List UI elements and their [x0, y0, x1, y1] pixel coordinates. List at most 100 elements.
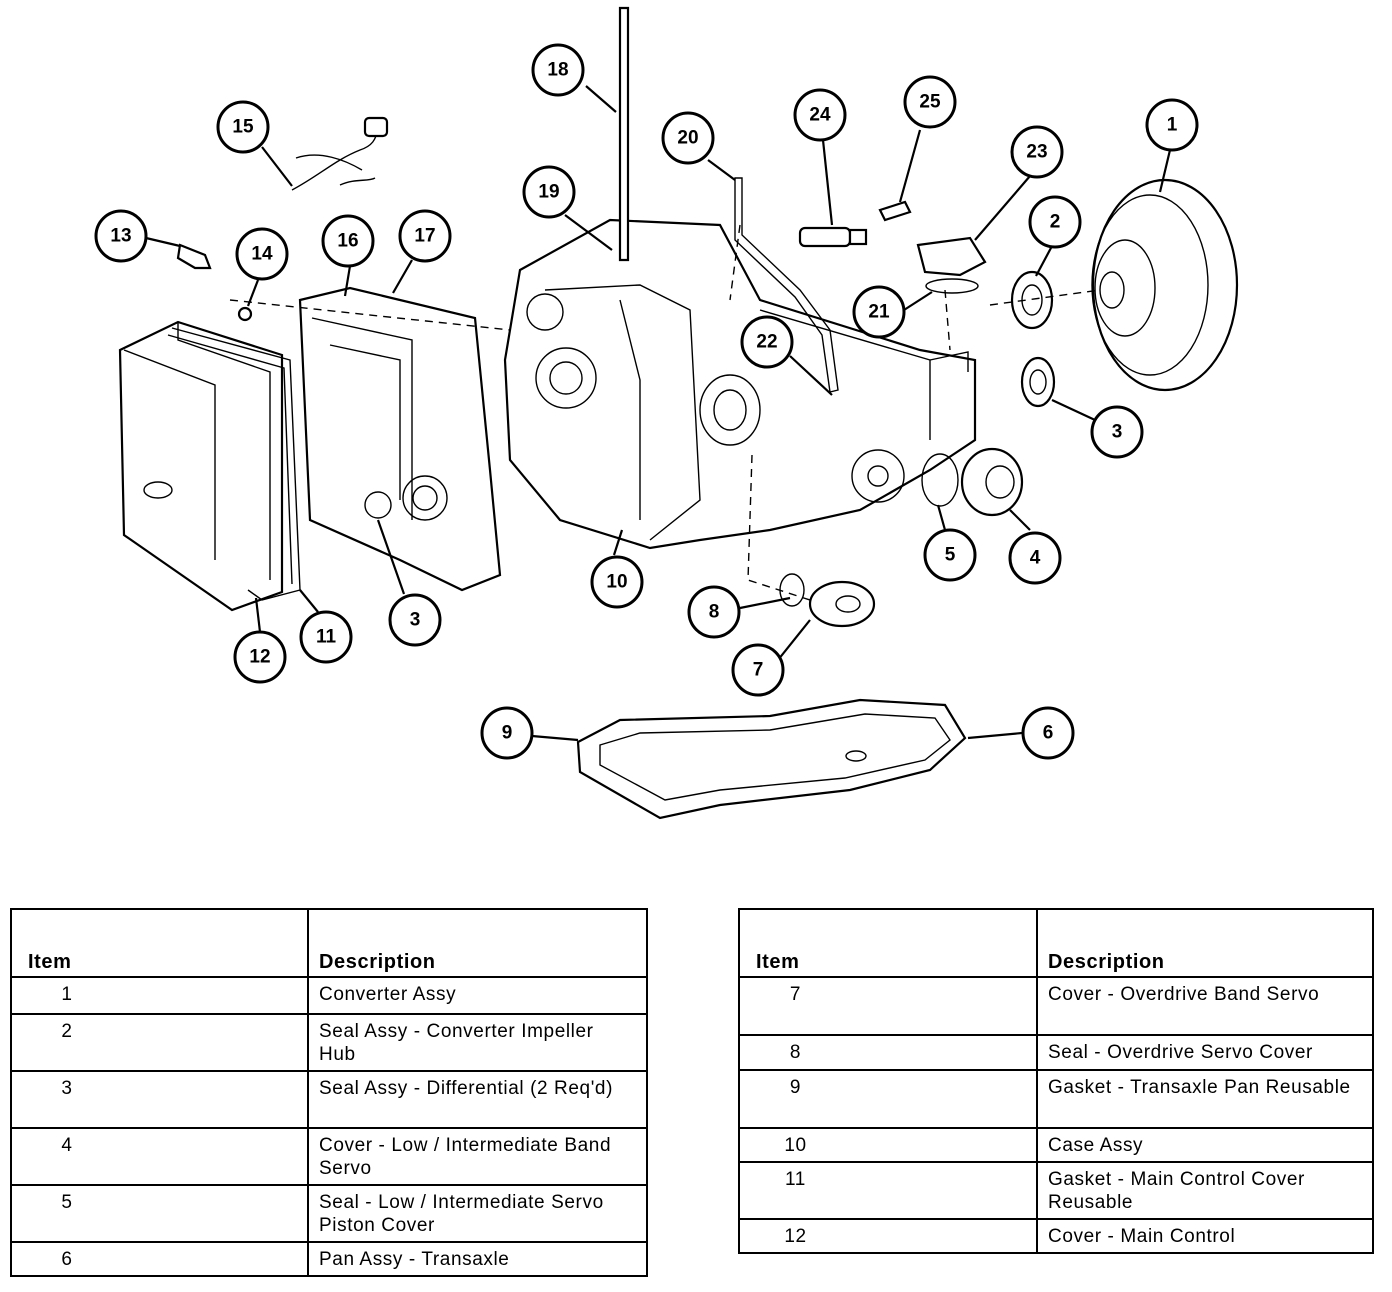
item-number: 4 — [10, 1127, 309, 1186]
callout-11: 11 — [299, 610, 353, 664]
callout-16: 16 — [321, 214, 375, 268]
part-overdrive-servo-cover — [779, 573, 876, 628]
item-number: 11 — [738, 1161, 1038, 1220]
part-valve-body — [298, 286, 502, 592]
item-number: 12 — [738, 1218, 1038, 1254]
legend-row: 10 Case Assy — [738, 1127, 1374, 1163]
alignment-line — [989, 289, 1101, 306]
svg-text:9: 9 — [502, 723, 513, 744]
item-description: Cover - Low / Intermediate Band Servo — [307, 1127, 648, 1186]
svg-text:25: 25 — [919, 92, 941, 113]
callout-25: 25 — [903, 75, 957, 129]
item-number: 6 — [10, 1241, 309, 1277]
item-description: Seal - Low / Intermediate Servo Piston C… — [307, 1184, 648, 1243]
svg-text:19: 19 — [538, 182, 559, 203]
callout-22: 22 — [740, 315, 794, 369]
callout-13: 13 — [94, 209, 148, 263]
alignment-line — [747, 454, 811, 601]
legend-row: 3 Seal Assy - Differential (2 Req'd) — [10, 1070, 648, 1129]
part-transaxle-pan — [576, 698, 967, 820]
callout-1: 1 — [1145, 98, 1199, 152]
callout-14: 14 — [235, 227, 289, 281]
legend-row: 2 Seal Assy - Converter Impeller Hub — [10, 1013, 648, 1072]
callout-20: 20 — [661, 111, 715, 165]
svg-text:23: 23 — [1026, 142, 1047, 163]
item-description: Pan Assy - Transaxle — [307, 1241, 648, 1277]
svg-text:21: 21 — [868, 302, 890, 323]
svg-text:24: 24 — [809, 105, 831, 126]
svg-text:5: 5 — [945, 545, 956, 566]
svg-text:17: 17 — [414, 226, 435, 247]
svg-text:11: 11 — [316, 627, 337, 648]
alignment-line — [229, 299, 511, 331]
alignment-line — [729, 224, 741, 301]
legend-table-left: Item Description 1 Converter Assy 2 Seal… — [10, 908, 648, 1277]
column-header-description: Description — [307, 908, 648, 978]
svg-text:3: 3 — [1112, 422, 1123, 443]
item-number: 5 — [10, 1184, 309, 1243]
svg-text:2: 2 — [1050, 212, 1061, 233]
part-dipstick — [618, 6, 630, 262]
callout-8: 8 — [687, 585, 741, 639]
item-description: Gasket - Main Control Cover Reusable — [1036, 1161, 1374, 1220]
svg-text:22: 22 — [756, 332, 777, 353]
item-description: Cover - Overdrive Band Servo — [1036, 976, 1374, 1036]
svg-text:4: 4 — [1030, 548, 1041, 569]
callout-19: 19 — [522, 165, 576, 219]
svg-text:13: 13 — [110, 226, 131, 247]
item-number: 3 — [10, 1070, 309, 1129]
svg-text:8: 8 — [709, 602, 720, 623]
item-description: Gasket - Transaxle Pan Reusable — [1036, 1069, 1374, 1129]
legend-row: 8 Seal - Overdrive Servo Cover — [738, 1034, 1374, 1071]
item-description: Case Assy — [1036, 1127, 1374, 1163]
legend-row: 9 Gasket - Transaxle Pan Reusable — [738, 1069, 1374, 1129]
legend-row: 1 Converter Assy — [10, 976, 648, 1015]
svg-text:1: 1 — [1167, 115, 1178, 136]
item-number: 9 — [738, 1069, 1038, 1129]
part-sensor — [176, 243, 212, 270]
part-case-assy — [503, 218, 977, 550]
item-description: Cover - Main Control — [1036, 1218, 1374, 1254]
callout-23: 23 — [1010, 125, 1064, 179]
part-converter-assy — [1091, 178, 1239, 392]
legend-row: 6 Pan Assy - Transaxle — [10, 1241, 648, 1277]
leader-lines — [145, 85, 1172, 742]
item-description: Seal Assy - Converter Impeller Hub — [307, 1013, 648, 1072]
svg-text:7: 7 — [753, 660, 764, 681]
svg-text:10: 10 — [606, 572, 627, 593]
legend-row: 5 Seal - Low / Intermediate Servo Piston… — [10, 1184, 648, 1243]
column-header-description: Description — [1036, 908, 1374, 978]
callout-3: 3 — [1090, 405, 1144, 459]
column-header-item: Item — [10, 908, 309, 978]
callout-24: 24 — [793, 88, 847, 142]
callout-21: 21 — [852, 285, 906, 339]
item-number: 2 — [10, 1013, 309, 1072]
part-vss-sensor — [798, 226, 868, 248]
part-fitting — [878, 200, 912, 222]
part-wiring-harness — [291, 116, 389, 191]
svg-text:16: 16 — [337, 231, 358, 252]
item-number: 10 — [738, 1127, 1038, 1163]
item-description: Seal Assy - Differential (2 Req'd) — [307, 1070, 648, 1129]
legend-row: 11 Gasket - Main Control Cover Reusable — [738, 1161, 1374, 1220]
item-number: 1 — [10, 976, 309, 1015]
callout-7: 7 — [731, 643, 785, 697]
callout-17: 17 — [398, 209, 452, 263]
alignment-line — [944, 289, 951, 351]
part-seal-differential — [1020, 356, 1056, 408]
legend-row: 4 Cover - Low / Intermediate Band Servo — [10, 1127, 648, 1186]
part-governor-cover — [916, 236, 987, 294]
svg-text:18: 18 — [547, 60, 568, 81]
item-description: Converter Assy — [307, 976, 648, 1015]
legend-row: 7 Cover - Overdrive Band Servo — [738, 976, 1374, 1036]
callout-6: 6 — [1021, 706, 1075, 760]
callout-4: 4 — [1008, 531, 1062, 585]
svg-text:3: 3 — [410, 610, 421, 631]
part-filler-tube — [734, 177, 839, 393]
svg-text:12: 12 — [249, 647, 270, 668]
part-main-control-cover — [118, 320, 284, 612]
legend-header: Item Description — [10, 908, 648, 978]
exploded-view-diagram: 1 2 3 3 4 5 6 7 8 9 10 11 12 13 14 15 16… — [94, 6, 1239, 820]
callout-18: 18 — [531, 43, 585, 97]
part-low-intermediate-servo-cover — [921, 447, 1024, 517]
